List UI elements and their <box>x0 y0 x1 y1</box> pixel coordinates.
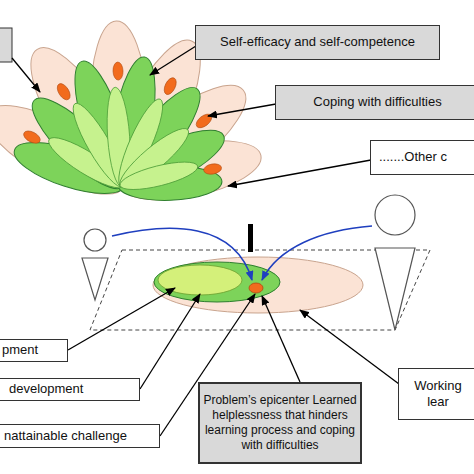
middle-zone <box>154 262 280 302</box>
petal-tips <box>22 62 223 176</box>
gray-box: Coping with difficulties <box>275 85 474 120</box>
epicenter-box: Problem’s epicenter Learned helplessness… <box>198 382 362 464</box>
empty-box <box>0 28 12 62</box>
white-box: nattainable challenge <box>0 424 160 448</box>
white-box: development <box>0 378 140 401</box>
box-text: nattainable challenge <box>4 428 154 444</box>
epicenter-spot <box>249 283 263 293</box>
white-box: pment <box>0 339 68 362</box>
box-text: Problem’s epicenter Learned helplessness… <box>203 393 357 453</box>
box-text: development <box>9 381 129 397</box>
outer-zone <box>153 257 363 313</box>
blue-arrow <box>262 226 372 280</box>
box-text: Self-efficacy and self-competence <box>200 34 435 50</box>
box-text: Working lear <box>407 378 469 411</box>
pointer-bar <box>248 224 253 252</box>
flower-inner-petals <box>43 86 200 195</box>
white-box: Working lear <box>398 368 474 420</box>
gray-box: Self-efficacy and self-competence <box>195 25 440 60</box>
flower-green-petals <box>9 54 232 204</box>
box-text: Coping with difficulties <box>280 94 474 110</box>
box-text: pment <box>2 342 64 358</box>
blue-arrow <box>112 228 252 280</box>
white-box: .......Other c <box>370 140 474 175</box>
large-figure <box>375 195 415 330</box>
box-text: .......Other c <box>379 149 474 165</box>
small-figure <box>82 229 108 300</box>
